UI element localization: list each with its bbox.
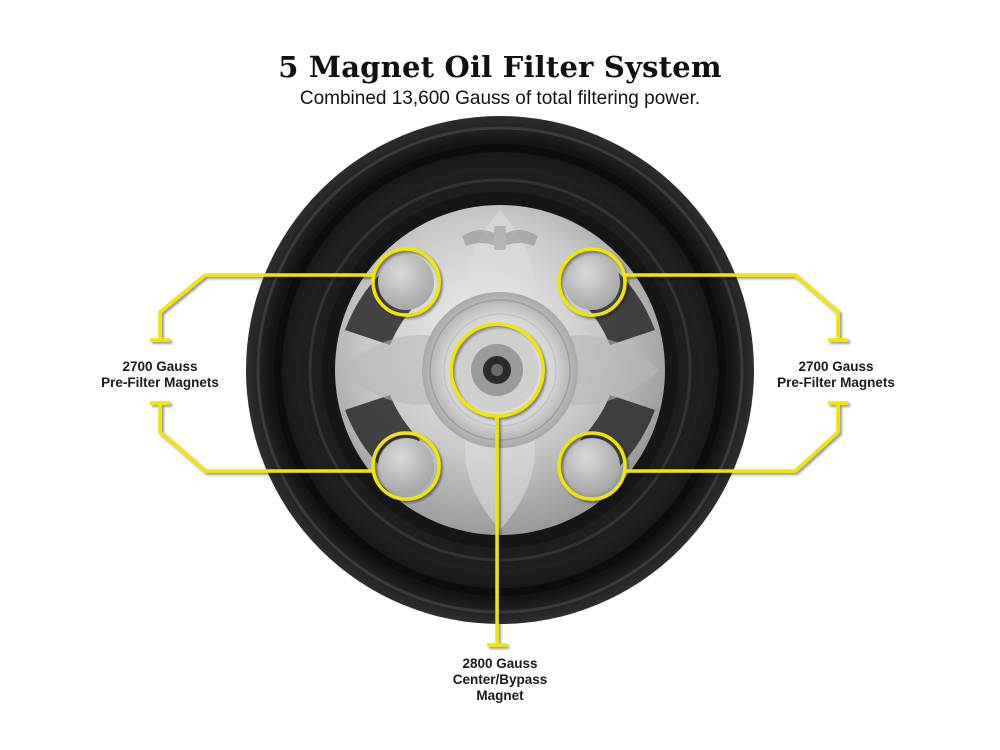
page-title: 5 Magnet Oil Filter System — [278, 50, 722, 84]
callout-line-right-top — [625, 273, 840, 340]
callout-line-left-top — [158, 273, 373, 340]
callout-line-left-bottom — [158, 403, 373, 473]
magnet-ring — [371, 431, 441, 501]
label-description: Pre-Filter Magnets — [101, 375, 219, 390]
label-gauss: 2800 Gauss — [462, 656, 538, 671]
magnet-ring — [557, 431, 627, 501]
pre-filter-magnet — [378, 438, 434, 494]
page-subtitle: Combined 13,600 Gauss of total filtering… — [299, 88, 701, 109]
label-description: Center/Bypass — [452, 672, 548, 687]
magnet-ring — [557, 247, 627, 317]
magnet-ring — [371, 247, 441, 317]
label-left-pre-filter: 2700 Gauss Pre-Filter Magnets — [60, 359, 260, 391]
callout-line-right-bottom — [625, 403, 840, 473]
label-gauss: 2700 Gauss — [798, 359, 874, 374]
pre-filter-magnet — [564, 438, 620, 494]
pre-filter-magnet — [378, 254, 434, 310]
label-right-pre-filter: 2700 Gauss Pre-Filter Magnets — [736, 359, 936, 391]
label-gauss: 2700 Gauss — [122, 359, 198, 374]
label-description: Pre-Filter Magnets — [777, 375, 895, 390]
label-description: Magnet — [476, 688, 524, 703]
wings-emblem-icon — [462, 226, 538, 250]
center-bypass-magnet — [455, 328, 539, 412]
label-center-bypass: 2800 Gauss Center/Bypass Magnet — [400, 656, 600, 704]
callout-lines — [150, 247, 848, 647]
pre-filter-magnet — [564, 254, 620, 310]
